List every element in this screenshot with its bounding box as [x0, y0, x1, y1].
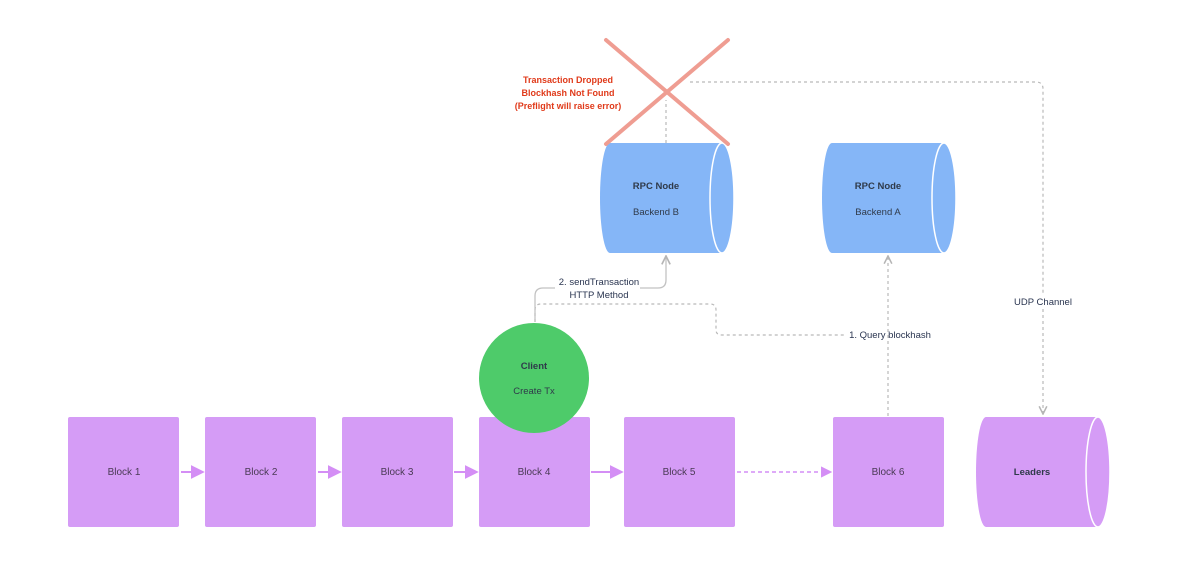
send-transaction-label: 2. sendTransaction — [559, 277, 639, 288]
leaders-label: Leaders — [1014, 467, 1050, 478]
rpc-b-title: RPC Node — [633, 181, 679, 192]
block-2-label: Block 2 — [245, 467, 278, 478]
leaders-node: Leaders — [976, 416, 1111, 528]
client-subtitle: Create Tx — [513, 386, 555, 397]
connectors — [534, 81, 1043, 416]
block-6-label: Block 6 — [872, 467, 905, 478]
client-title: Client — [521, 361, 548, 372]
block-5-label: Block 5 — [663, 467, 696, 478]
block-3-label: Block 3 — [381, 467, 414, 478]
block-3: Block 3 — [342, 417, 453, 527]
error-message: Transaction Dropped Blockhash Not Found … — [515, 75, 622, 111]
query-blockhash-label: 1. Query blockhash — [849, 330, 931, 341]
block-1-label: Block 1 — [108, 467, 141, 478]
rpc-node-backend-a: RPC Node Backend A — [822, 142, 957, 254]
rpc-node-backend-b: RPC Node Backend B — [600, 142, 735, 254]
block-5: Block 5 — [624, 417, 735, 527]
block-1: Block 1 — [68, 417, 179, 527]
rpc-a-title: RPC Node — [855, 181, 901, 192]
send-transaction-path — [534, 256, 666, 322]
block-4: Block 4 — [479, 417, 590, 527]
error-line-3: (Preflight will raise error) — [515, 101, 622, 111]
udp-channel-label: UDP Channel — [1014, 297, 1072, 308]
error-line-1: Transaction Dropped — [523, 75, 613, 85]
block-2: Block 2 — [205, 417, 316, 527]
client-node: Client Create Tx — [479, 323, 589, 433]
http-method-label: HTTP Method — [570, 290, 629, 301]
dropped-cross-icon — [604, 38, 730, 146]
rpc-a-subtitle: Backend A — [855, 207, 901, 218]
rpc-b-subtitle: Backend B — [633, 207, 679, 218]
query-blockhash-path — [534, 303, 845, 336]
error-line-2: Blockhash Not Found — [522, 88, 615, 98]
block-4-label: Block 4 — [518, 467, 551, 478]
block-6: Block 6 — [833, 417, 944, 527]
blocks: Block 1 Block 2 Block 3 Block 4 Block 5 … — [68, 417, 944, 527]
